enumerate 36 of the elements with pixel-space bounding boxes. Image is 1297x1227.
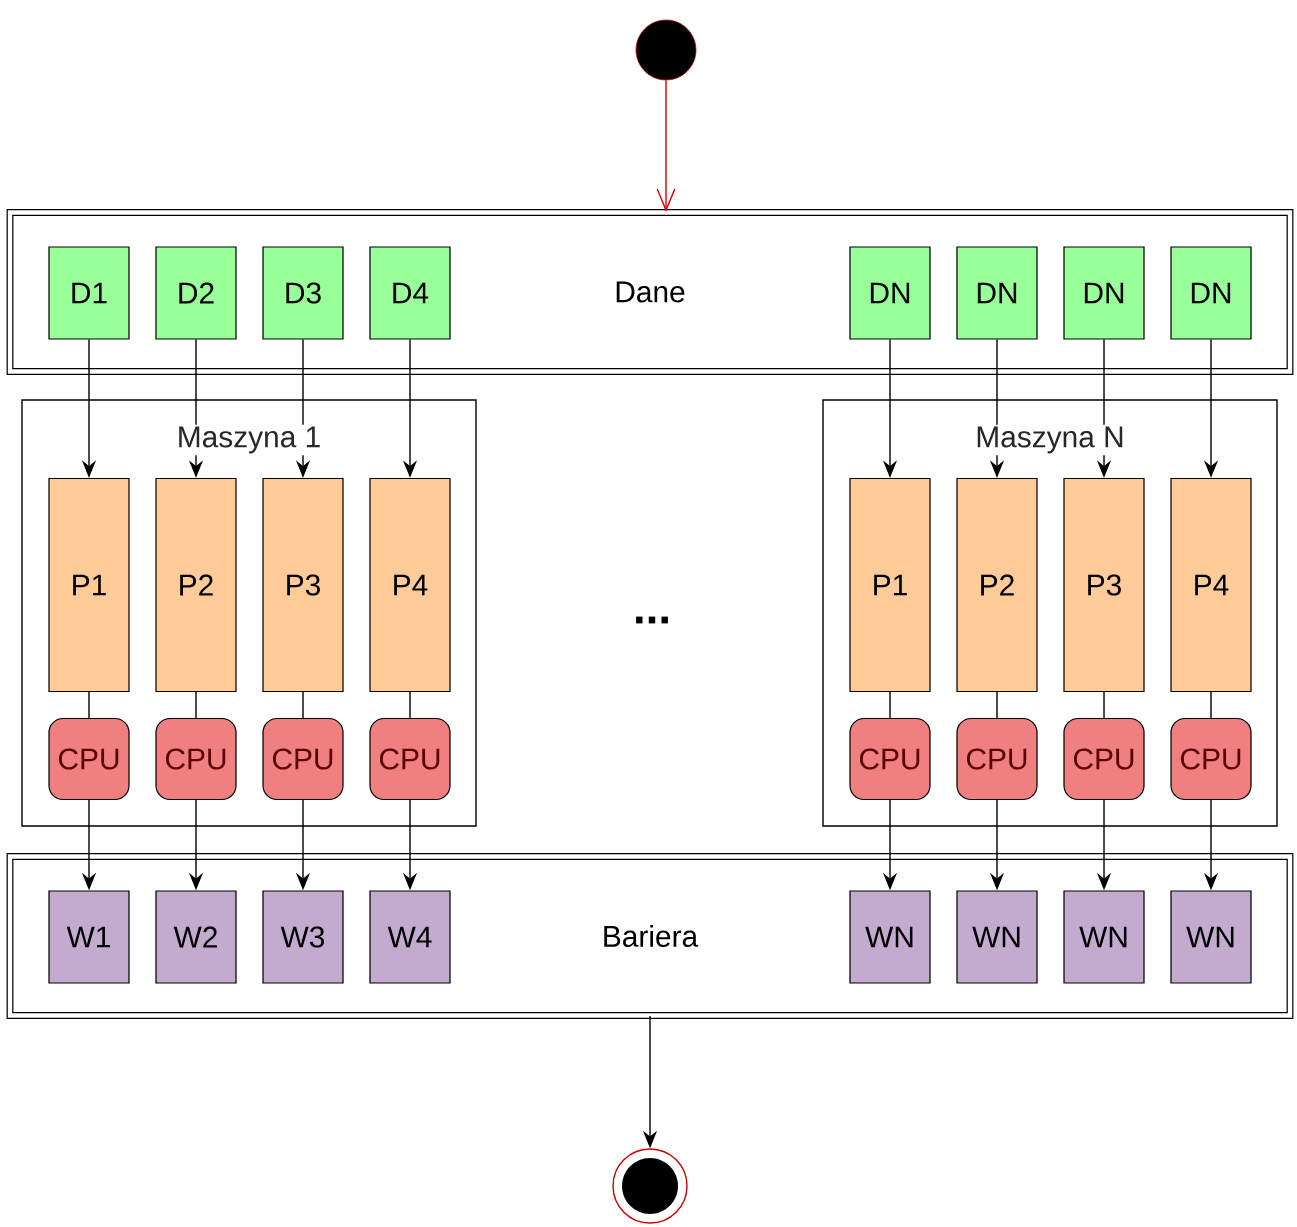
result-box: W1 — [48, 890, 130, 984]
cpu-box: CPU — [849, 717, 931, 801]
process-box: P3 — [262, 477, 344, 693]
process-box: P1 — [849, 477, 931, 693]
end-node — [612, 1148, 688, 1224]
process-box: P1 — [48, 477, 130, 693]
result-box: WN — [1170, 890, 1252, 984]
result-box: WN — [849, 890, 931, 984]
result-box: W2 — [155, 890, 237, 984]
process-box: P2 — [155, 477, 237, 693]
process-box: P4 — [1170, 477, 1252, 693]
cpu-box: CPU — [369, 717, 451, 801]
process-box: P2 — [956, 477, 1038, 693]
process-box: P4 — [369, 477, 451, 693]
result-box: W3 — [262, 890, 344, 984]
result-box: WN — [956, 890, 1038, 984]
cpu-box: CPU — [1063, 717, 1145, 801]
cpu-box: CPU — [956, 717, 1038, 801]
cpu-box: CPU — [1170, 717, 1252, 801]
result-box: W4 — [369, 890, 451, 984]
cpu-box: CPU — [155, 717, 237, 801]
cpu-box: CPU — [262, 717, 344, 801]
data-box: D3 — [262, 246, 344, 340]
data-box: D4 — [369, 246, 451, 340]
data-box: DN — [1063, 246, 1145, 340]
ellipsis: ... — [636, 616, 668, 624]
data-box: DN — [849, 246, 931, 340]
start-node — [635, 19, 697, 81]
result-box: WN — [1063, 890, 1145, 984]
data-box: D2 — [155, 246, 237, 340]
cpu-box: CPU — [48, 717, 130, 801]
data-box: D1 — [48, 246, 130, 340]
process-box: P3 — [1063, 477, 1145, 693]
data-box: DN — [1170, 246, 1252, 340]
data-box: DN — [956, 246, 1038, 340]
arrow — [656, 79, 676, 212]
